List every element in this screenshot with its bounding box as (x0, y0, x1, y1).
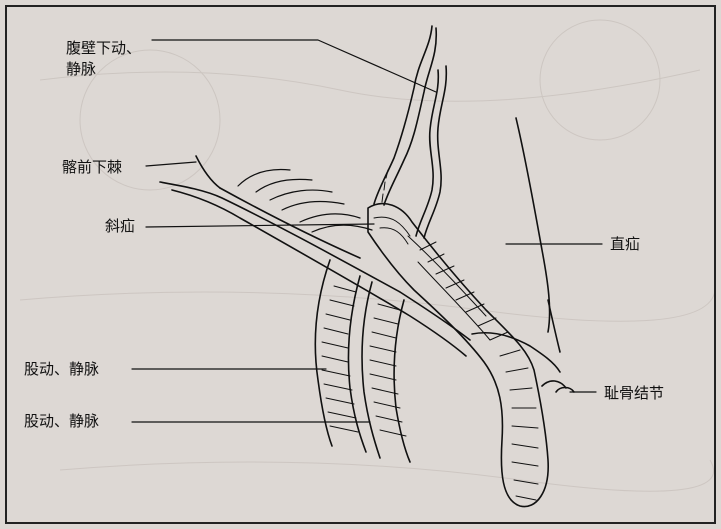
background-texture (20, 20, 715, 491)
label-iliac-spine: 髂前下棘 (62, 157, 122, 177)
vessel-hatching (322, 286, 406, 436)
sac-hatching (420, 242, 538, 500)
leader-asis (146, 162, 196, 166)
label-indirect-hernia: 斜疝 (105, 216, 135, 236)
label-femoral-vessels-2: 股动、静脉 (24, 411, 99, 431)
label-femoral-vessels-1: 股动、静脉 (24, 359, 99, 379)
pubic-tubercle (542, 381, 574, 392)
iliac-spine-ligament (160, 156, 470, 356)
epigastric-vessels (374, 26, 446, 238)
spermatic-cord-arcs (238, 170, 372, 232)
label-epigastric-vessels: 腹壁下动、 静脉 (66, 38, 141, 80)
label-direct-hernia: 直疝 (610, 234, 640, 254)
figure-border (6, 6, 715, 523)
label-pubic-tubercle: 耻骨结节 (604, 383, 664, 403)
